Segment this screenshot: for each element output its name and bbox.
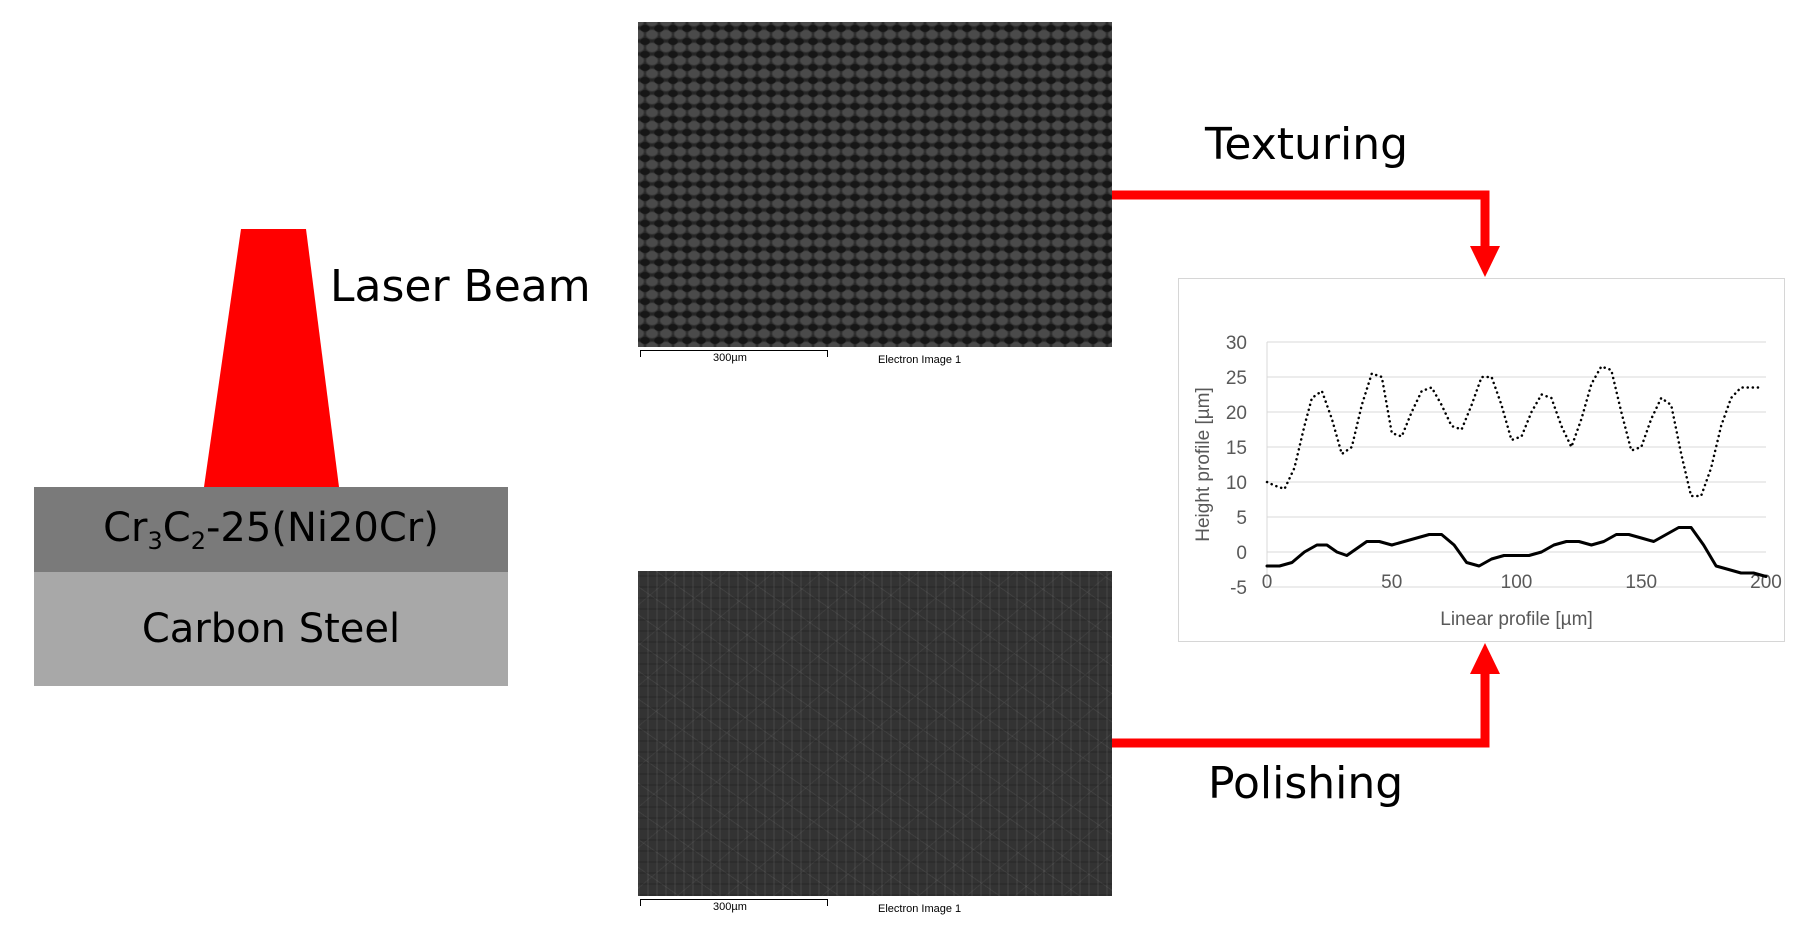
- x-axis-label: Linear profile [µm]: [1440, 609, 1592, 630]
- sem-caption: Electron Image 1: [878, 354, 962, 366]
- y-tick-label: 30: [1226, 333, 1247, 354]
- coating-layer: Cr3C2-25(Ni20Cr): [34, 487, 508, 572]
- y-tick-label: 25: [1226, 368, 1247, 389]
- y-tick-label: -5: [1230, 578, 1247, 599]
- x-tick-label: 200: [1750, 572, 1782, 593]
- sem-caption: Electron Image 1: [878, 903, 962, 915]
- sem-image-polished: [638, 571, 1112, 896]
- x-tick-label: 0: [1262, 572, 1273, 593]
- sem-image-textured: [638, 22, 1112, 347]
- texturing-label: Texturing: [1205, 119, 1409, 170]
- scale-bar-label: 300µm: [713, 901, 747, 913]
- scale-bar-label: 300µm: [713, 352, 747, 364]
- y-axis-label: Height profile [µm]: [1193, 387, 1214, 542]
- y-tick-label: 5: [1236, 508, 1247, 529]
- y-tick-label: 0: [1236, 543, 1247, 564]
- substrate-layer: Carbon Steel: [34, 572, 508, 686]
- series-textured-line: [1265, 365, 1763, 498]
- x-tick-label: 100: [1501, 572, 1533, 593]
- polishing-arrow-head: [1470, 643, 1500, 674]
- coating-layer-label: Cr3C2-25(Ni20Cr): [103, 504, 439, 555]
- scale-bar: [640, 899, 828, 906]
- polishing-arrow-line: [1112, 672, 1490, 748]
- y-tick-label: 10: [1226, 473, 1247, 494]
- scale-bar: [640, 350, 828, 357]
- polishing-label: Polishing: [1208, 758, 1404, 809]
- laser-beam-shape: [204, 229, 339, 487]
- series-polished-line: [1265, 526, 1768, 578]
- x-tick-label: 50: [1381, 572, 1402, 593]
- substrate-layer-label: Carbon Steel: [141, 606, 401, 652]
- y-tick-label: 20: [1226, 403, 1247, 424]
- texturing-arrow-head: [1470, 246, 1500, 277]
- y-tick-label: 15: [1226, 438, 1247, 459]
- x-tick-label: 150: [1625, 572, 1657, 593]
- texturing-arrow-line: [1112, 190, 1490, 248]
- laser-beam-label: Laser Beam: [330, 261, 591, 312]
